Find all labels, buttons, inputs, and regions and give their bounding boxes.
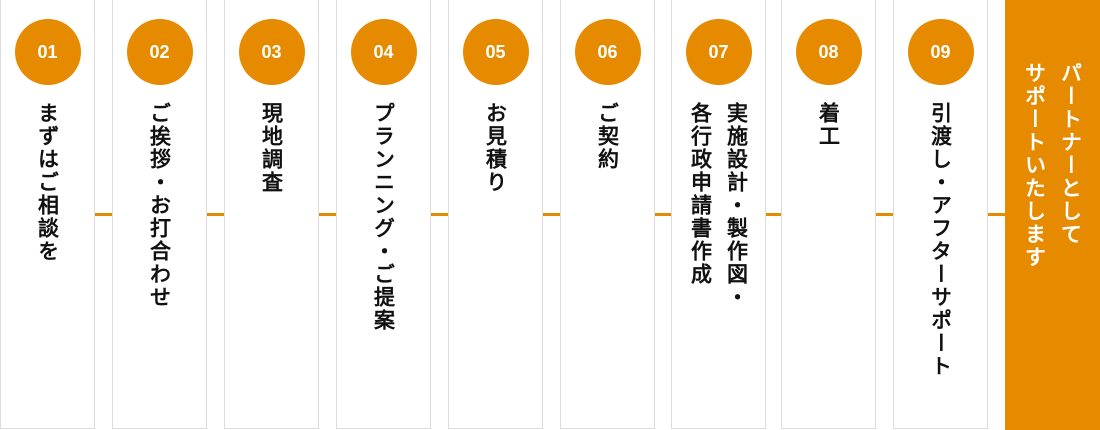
final-message-panel: パートナーとして サポートいたします (1005, 0, 1100, 430)
step-number-badge: 03 (238, 19, 305, 85)
step-card: 06 ご契約 (560, 0, 655, 429)
step-card: 07 実施設計・製作図・ 各行政申請書作成 (671, 0, 766, 429)
step-label: ご挨拶・お打合わせ (147, 102, 172, 309)
step-label: 実施設計・製作図・ 各行政申請書作成 (688, 102, 749, 309)
step-card: 09 引渡し・アフターサポート (893, 0, 988, 429)
step-card: 03 現地調査 (224, 0, 319, 429)
step-number-badge: 04 (350, 19, 417, 85)
step-number-badge: 06 (574, 19, 641, 85)
step-number-badge: 02 (126, 19, 193, 85)
step-label: 引渡し・アフターサポート (928, 102, 953, 378)
step-label: プランニング・ご提案 (371, 102, 396, 332)
step-card: 02 ご挨拶・お打合わせ (112, 0, 207, 429)
step-label: お見積り (483, 102, 508, 194)
step-number-badge: 08 (795, 19, 862, 85)
step-number-badge: 09 (907, 19, 974, 85)
step-card: 04 プランニング・ご提案 (336, 0, 431, 429)
step-label: ご契約 (595, 102, 620, 171)
step-label: 着工 (816, 102, 841, 148)
step-label: まずはご相談を (35, 102, 60, 263)
step-card: 05 お見積り (448, 0, 543, 429)
step-card: 01 まずはご相談を (0, 0, 95, 429)
step-label: 現地調査 (259, 102, 284, 194)
step-number-badge: 05 (462, 19, 529, 85)
step-number-badge: 07 (685, 19, 752, 85)
step-number-badge: 01 (14, 19, 81, 85)
final-message: パートナーとして サポートいたします (1022, 62, 1083, 269)
step-card: 08 着工 (781, 0, 876, 429)
